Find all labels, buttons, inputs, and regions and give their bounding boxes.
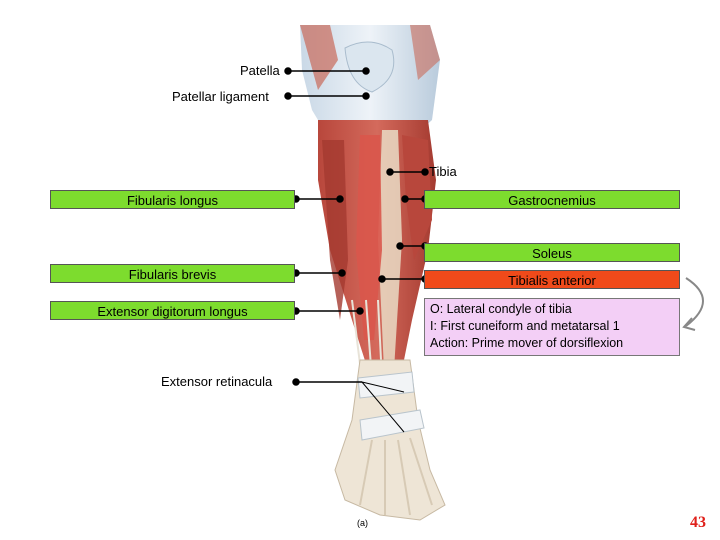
box-gastrocnemius: Gastrocnemius bbox=[424, 190, 680, 209]
tibia-bone-shape bbox=[378, 130, 402, 370]
info-action: Action: Prime mover of dorsiflexion bbox=[430, 336, 624, 350]
figure-caption: (a) bbox=[357, 518, 368, 528]
box-fibularis-longus: Fibularis longus bbox=[50, 190, 295, 209]
quadriceps-shape bbox=[300, 25, 338, 90]
box-extensor-digitorum-longus: Extensor digitorum longus bbox=[50, 301, 295, 320]
curved-arrow-icon bbox=[682, 277, 704, 331]
patella-shape bbox=[344, 41, 395, 93]
label-tibia: Tibia bbox=[429, 164, 457, 179]
tibialis-anterior-info-box: O: Lateral condyle of tibia I: First cun… bbox=[424, 298, 680, 356]
tibialis-anterior-shape bbox=[356, 135, 382, 340]
box-fibularis-brevis: Fibularis brevis bbox=[50, 264, 295, 283]
box-soleus: Soleus bbox=[424, 243, 680, 262]
retinaculum-band-lower bbox=[359, 409, 425, 441]
ankle-foot-shape bbox=[334, 359, 446, 521]
foot-tendons bbox=[359, 437, 433, 516]
gastrocnemius-shape bbox=[402, 135, 432, 260]
label-patellar-ligament: Patellar ligament bbox=[172, 89, 269, 104]
label-extensor-retinacula: Extensor retinacula bbox=[161, 374, 273, 389]
info-origin: O: Lateral condyle of tibia bbox=[430, 302, 572, 316]
quadriceps-shape-right bbox=[410, 25, 440, 80]
box-tibialis-anterior: Tibialis anterior bbox=[424, 270, 680, 289]
info-insertion: I: First cuneiform and metatarsal 1 bbox=[430, 319, 620, 333]
page-number: 43 bbox=[690, 514, 706, 531]
label-patella: Patella bbox=[240, 63, 280, 78]
